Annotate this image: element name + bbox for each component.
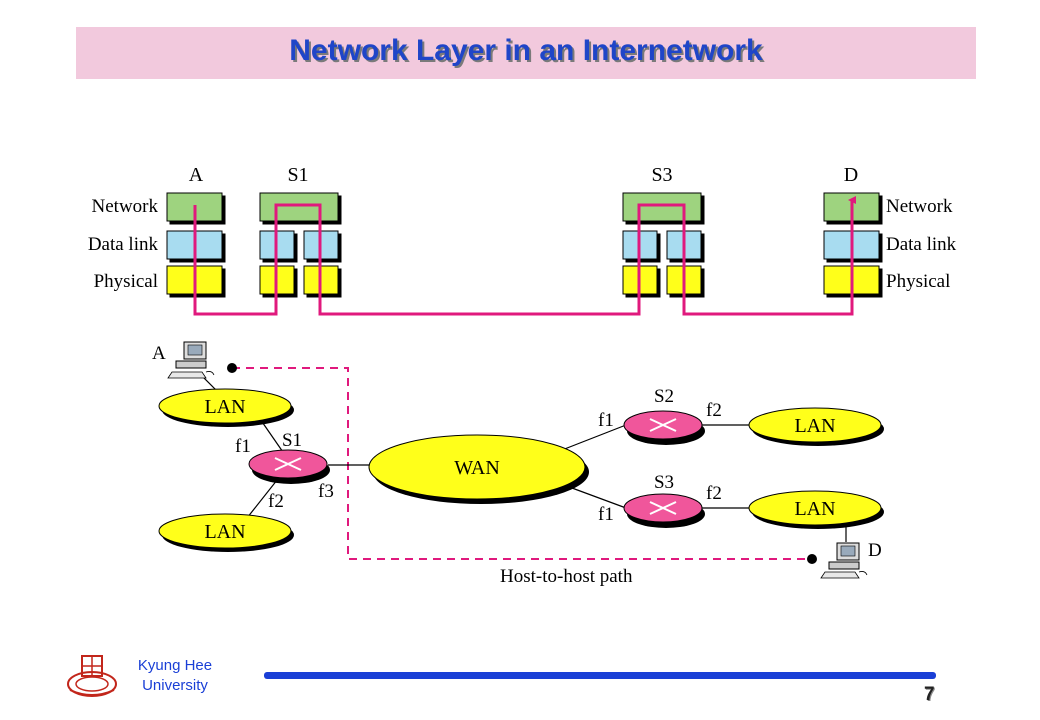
station-label-s1: S1 bbox=[287, 164, 308, 186]
path-label: Host-to-host path bbox=[500, 566, 633, 587]
network-layer-box bbox=[622, 192, 702, 222]
host-a-computer-icon bbox=[167, 341, 215, 379]
interface-s1-f2: f2 bbox=[268, 491, 284, 512]
lan-label: LAN bbox=[794, 498, 835, 520]
lan-a-top: LAN bbox=[158, 388, 294, 427]
station-label-d: D bbox=[844, 164, 858, 186]
slide-title: Network Layer in an Internetwork bbox=[289, 34, 763, 67]
title-bar: Network Layer in an Internetwork bbox=[76, 27, 976, 79]
footer-bar bbox=[264, 672, 936, 679]
university-name-line2: University bbox=[142, 677, 208, 694]
host-label-d: D bbox=[868, 540, 882, 561]
wan-cloud: WAN bbox=[368, 434, 589, 504]
router-label-s3: S3 bbox=[654, 472, 674, 493]
lan-a-bottom: LAN bbox=[158, 513, 294, 552]
network-layer-box bbox=[259, 192, 339, 222]
station-label-a: A bbox=[189, 164, 204, 186]
university-logo bbox=[67, 655, 117, 697]
layer-label-physical-right: Physical bbox=[886, 271, 950, 292]
links bbox=[199, 373, 847, 542]
station-s3-stack bbox=[622, 192, 705, 298]
interface-s2-f1: f1 bbox=[598, 410, 614, 431]
interface-s3-f2: f2 bbox=[706, 483, 722, 504]
router-label-s1: S1 bbox=[282, 430, 302, 451]
interface-s1-f1: f1 bbox=[235, 436, 251, 457]
interface-s1-f3: f3 bbox=[318, 481, 334, 502]
layer-label-network-right: Network bbox=[886, 196, 953, 217]
router-s3 bbox=[623, 493, 705, 528]
path-endpoint-d bbox=[807, 554, 817, 564]
host-d-computer-icon bbox=[820, 542, 868, 579]
wan-label: WAN bbox=[454, 457, 500, 479]
router-s2 bbox=[623, 410, 705, 445]
university-name: Kyung Hee University bbox=[120, 656, 230, 696]
lan-s2: LAN bbox=[748, 407, 884, 446]
station-s1-stack bbox=[259, 192, 342, 298]
interface-s3-f1: f1 bbox=[598, 504, 614, 525]
router-s1 bbox=[248, 449, 330, 484]
station-d-stack bbox=[823, 192, 883, 298]
layer-path-line bbox=[193, 196, 856, 316]
layer-label-datalink-left: Data link bbox=[88, 234, 159, 255]
station-label-s3: S3 bbox=[651, 164, 672, 186]
lan-label: LAN bbox=[204, 396, 245, 418]
lan-label: LAN bbox=[794, 415, 835, 437]
lan-s3: LAN bbox=[748, 490, 884, 529]
host-label-a: A bbox=[152, 343, 166, 364]
university-name-line1: Kyung Hee bbox=[137, 657, 213, 674]
lan-label: LAN bbox=[204, 521, 245, 543]
layer-label-datalink-right: Data link bbox=[886, 234, 957, 255]
layer-label-physical-left: Physical bbox=[94, 271, 158, 292]
page-number: 7 bbox=[924, 684, 935, 705]
interface-s2-f2: f2 bbox=[706, 400, 722, 421]
path-endpoint-a bbox=[227, 363, 237, 373]
host-to-host-path bbox=[232, 367, 812, 560]
router-label-s2: S2 bbox=[654, 386, 674, 407]
layer-label-network-left: Network bbox=[92, 196, 159, 217]
